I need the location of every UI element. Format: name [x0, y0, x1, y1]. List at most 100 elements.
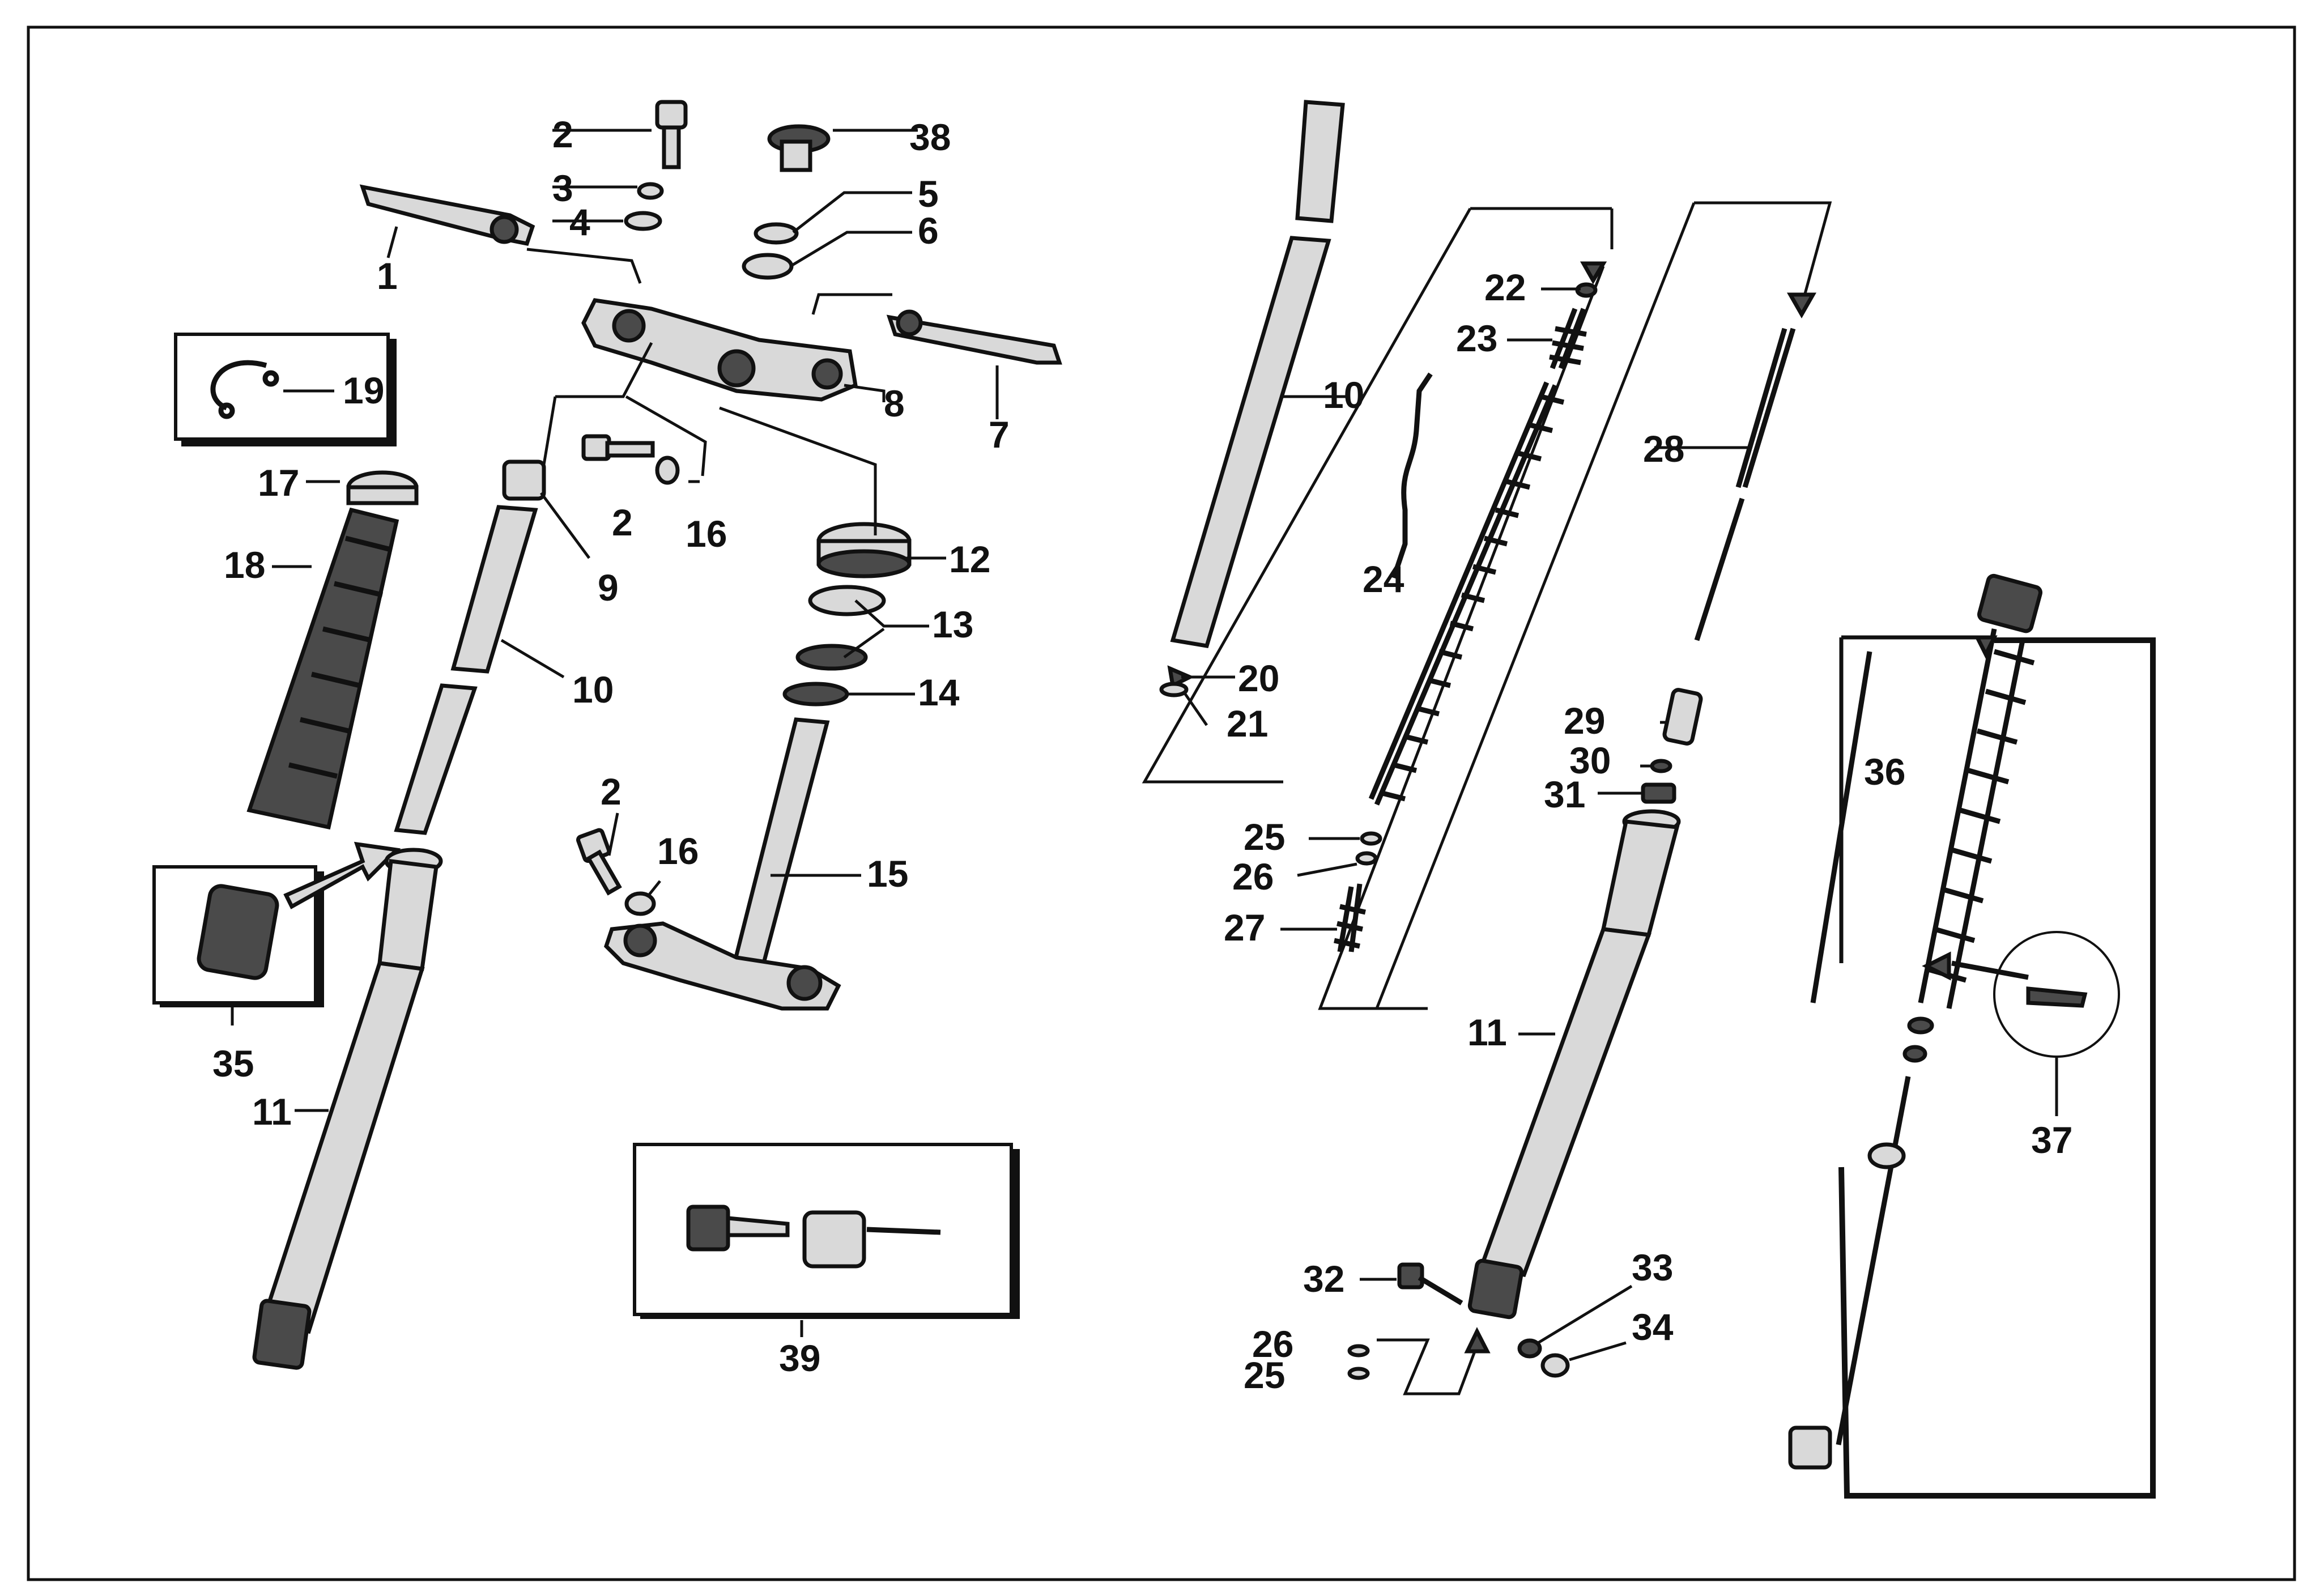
callout-labels: 1 2 2 2 3 4 5 6 7 8 9 10 10 11 11 12 13 … [212, 113, 2072, 1396]
part-16-washer-lower [624, 891, 656, 916]
part-27-valve-body [1334, 883, 1366, 952]
callout-8: 8 [884, 382, 905, 424]
callout-23: 23 [1456, 317, 1497, 359]
callout-26-lower: 26 [1252, 1323, 1293, 1365]
callout-30: 30 [1569, 739, 1611, 781]
callout-18: 18 [224, 544, 265, 586]
part-25-ring-middle [1360, 831, 1382, 846]
part-8-upper-yoke [581, 298, 858, 402]
callout-39: 39 [779, 1337, 820, 1379]
leader-lines [231, 129, 2058, 1361]
part-34-nut [1540, 1353, 1570, 1378]
callout-38: 38 [909, 116, 951, 158]
part-28-damper-rod [1694, 327, 1796, 641]
part-16-nut-middle [655, 456, 680, 485]
callout-16-lower: 16 [657, 830, 699, 872]
callout-2-middle: 2 [612, 501, 633, 543]
callout-6: 6 [918, 210, 939, 252]
part-7-clamp-plate [886, 309, 1062, 365]
callout-28: 28 [1643, 428, 1684, 470]
part-2-bolt-top [655, 100, 688, 169]
part-39-ignition-lock-box [633, 1143, 1020, 1319]
callout-11-right: 11 [1467, 1011, 1507, 1053]
callout-11-left: 11 [252, 1091, 292, 1133]
part-38-cap-nut [767, 124, 831, 172]
callout-29: 29 [1564, 700, 1605, 742]
callout-13: 13 [932, 603, 973, 645]
part-11-fork-slider-right [1467, 809, 1681, 1320]
callout-3: 3 [552, 167, 573, 209]
part-3-washer [637, 182, 664, 200]
callout-21: 21 [1227, 703, 1268, 744]
part-10-fork-tube-right [1170, 100, 1345, 648]
part-29-cap [1662, 688, 1703, 746]
part-36-cartridge [1788, 573, 2042, 1470]
callout-36: 36 [1864, 751, 1905, 793]
part-26-ring-middle [1355, 851, 1378, 866]
callout-15: 15 [867, 853, 908, 895]
callout-1: 1 [377, 255, 398, 297]
part-5-washer [754, 222, 799, 245]
callout-5: 5 [918, 173, 939, 215]
part-9-bush [502, 459, 546, 501]
callout-20: 20 [1238, 657, 1279, 699]
part-30-ring [1650, 759, 1672, 773]
part-24-fork-spring [1368, 372, 1565, 806]
arrow-28 [1786, 292, 1817, 319]
arrow-22 [1580, 261, 1607, 284]
part-13-race [808, 585, 886, 616]
callout-10-left: 10 [572, 669, 614, 710]
part-6-washer [742, 253, 794, 280]
arrow-36-top [1974, 635, 1998, 659]
part-35-box [152, 841, 401, 1007]
callout-10-right: 10 [1323, 374, 1364, 416]
callout-32: 32 [1303, 1258, 1344, 1300]
part-12-bearing [816, 522, 912, 578]
callout-25-middle: 25 [1244, 816, 1285, 858]
part-4-washer [624, 211, 662, 231]
part-25-ring-lower [1347, 1367, 1370, 1380]
callout-9: 9 [598, 567, 619, 608]
inset-outline-middle [1142, 207, 1612, 784]
part-33-washer [1517, 1338, 1542, 1359]
part-10-fork-tube-left [394, 505, 538, 835]
part-23-spring-seat [1549, 308, 1587, 369]
part-26-ring-lower [1347, 1344, 1370, 1358]
callout-19: 19 [343, 369, 384, 411]
part-31-nut [1641, 782, 1676, 804]
callout-14: 14 [918, 671, 960, 713]
part-20-valve [1167, 665, 1195, 689]
callout-17: 17 [258, 462, 299, 504]
callout-26-middle: 26 [1232, 856, 1274, 897]
callout-35: 35 [212, 1042, 254, 1084]
part-2-bolt-middle [581, 434, 655, 461]
part-19-box [174, 333, 397, 446]
callout-34: 34 [1632, 1306, 1674, 1348]
part-37-detail-circle [1922, 931, 2120, 1058]
part-11-fork-slider-left [252, 848, 443, 1370]
callout-2-top: 2 [552, 113, 573, 155]
part-2-bolt-lower [576, 828, 622, 896]
callout-27: 27 [1224, 907, 1265, 948]
callout-22: 22 [1484, 266, 1526, 308]
part-1-clamp-plate [359, 184, 535, 246]
callout-37: 37 [2031, 1119, 2072, 1161]
callout-2-lower: 2 [601, 771, 622, 812]
part-36-box [1838, 635, 2156, 1499]
part-21-washer [1159, 682, 1189, 697]
part-15-steering-stem [603, 717, 841, 1011]
part-13-cage [795, 644, 868, 671]
arrow-lower [1377, 1338, 1478, 1395]
callout-31: 31 [1544, 773, 1585, 815]
diagram-frame [27, 25, 2296, 1581]
callout-7: 7 [989, 414, 1010, 456]
part-14-race [782, 682, 849, 707]
arrow-lower-head [1464, 1327, 1491, 1354]
callout-16-middle: 16 [686, 513, 727, 555]
inset-outline-right [1375, 201, 1832, 1009]
part-17-ring [346, 470, 419, 505]
callout-33: 33 [1632, 1246, 1673, 1288]
callout-12: 12 [949, 538, 990, 580]
part-32-bolt [1397, 1262, 1463, 1305]
